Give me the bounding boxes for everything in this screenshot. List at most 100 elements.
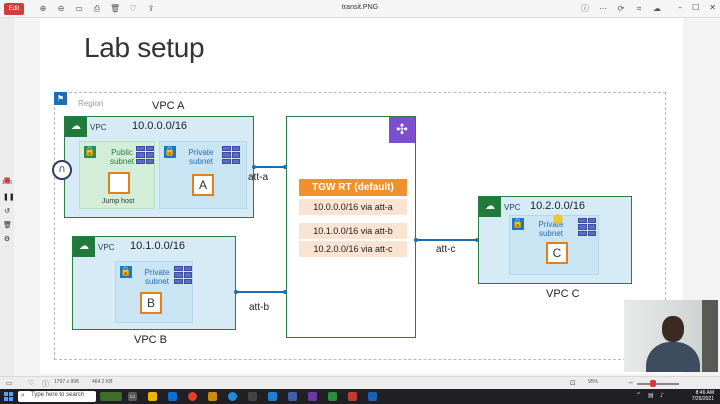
rotate-icon[interactable]: ⟳ [617,4,625,13]
weather-app-icon[interactable] [100,392,122,401]
fit-icon[interactable]: ⊡ [570,379,576,387]
app-icon[interactable] [348,392,357,401]
app-icon[interactable] [308,392,317,401]
taskbar: ⌕ Type here to search ▭ ^ ▤ ♪ 8:46 AM 7/… [0,389,720,404]
tgw-route-table-header: TGW RT (default) [299,179,407,196]
settings-icon[interactable]: ⚙ [3,235,11,243]
app-icon[interactable] [288,392,297,401]
slide-image: Lab setup ⚑ Region VPC A ☁ VPC 10.0.0.0/… [40,18,683,374]
vpc-a-box: ☁ VPC 10.0.0.0/16 🔒 Public subnet Jump h… [64,116,254,218]
zoom-slider-thumb[interactable] [650,380,656,387]
network-icon[interactable]: ▤ [648,392,654,399]
vpc-cloud-icon: ☁ [65,117,87,137]
vpc-b-name: VPC B [134,334,168,346]
private-subnet-a: 🔒 Private subnet A [159,141,247,209]
info-icon[interactable]: ⓘ [581,4,589,13]
file-size: 464.2 KB [92,379,113,385]
instance-b-icon: B [140,292,162,314]
vpc-a-cidr: 10.0.0.0/16 [132,120,188,132]
zoom-slider-track[interactable] [637,383,679,385]
attachment-b-line [236,291,286,293]
title-bar: Edit ⊕ ⊖ ▭ ⎙ 🗑 ♡ ⇪ transit.PNG ⓘ ⋯ ⟳ ⌗ ☁… [0,0,720,18]
tgw-route-row: 10.1.0.0/16 via att-b [299,223,407,239]
trash-icon[interactable]: 🗑 [3,221,12,229]
zoom-in-icon[interactable]: ⊕ [39,4,47,13]
webcam-door [702,300,718,372]
search-icon: ⌕ [21,391,25,399]
crop-icon[interactable]: ⌗ [636,4,642,13]
heart-icon[interactable]: ♡ [129,4,137,13]
jump-host-instance-icon [108,172,130,194]
instance-c-icon: C [546,242,568,264]
heart-icon[interactable]: ♡ [28,379,35,387]
minimize-button[interactable]: – [678,3,683,12]
maximize-button[interactable]: ☐ [692,3,700,12]
route-table-icon [174,266,192,284]
restart-icon[interactable]: ↺ [4,207,10,215]
clock-time: 8:46 AM [695,390,714,396]
share-icon[interactable]: ⇪ [147,4,155,13]
public-subnet: 🔒 Public subnet Jump host [79,141,155,209]
lock-icon: 🔒 [512,218,524,230]
store-icon[interactable] [168,392,177,401]
region-box [54,92,666,360]
private-subnet-b: 🔒 Private subnet B [115,261,193,323]
vpc-c-name: VPC C [546,288,580,300]
clock-date: 7/26/2021 [691,396,714,402]
delete-icon[interactable]: 🗑 [110,4,121,13]
vpc-a-name: VPC A [152,100,185,112]
attachment-c-line [416,239,478,241]
vscode-icon[interactable] [268,392,277,401]
cloud-icon[interactable]: ☁ [653,4,661,13]
instance-a-icon: A [192,174,214,196]
record-icon[interactable]: ■ [3,176,11,184]
webcam-person-head [662,316,684,342]
task-view-icon[interactable]: ▭ [128,392,137,401]
presenter-pointer [553,214,563,224]
zoom-out-icon[interactable]: − [628,379,634,387]
close-button[interactable]: ✕ [709,3,716,12]
vpc-c-tag: VPC [504,203,521,212]
vpc-b-box: ☁ VPC 10.1.0.0/16 🔒 Private subnet B [72,236,236,330]
tgw-route-row: 10.0.0.0/16 via att-a [299,199,407,215]
app-icon[interactable] [248,392,257,401]
edge-icon[interactable] [228,392,237,401]
region-flag-icon: ⚑ [54,92,67,105]
info-icon[interactable]: ⓘ [42,380,49,388]
attachment-a-label: att-a [248,172,269,183]
status-bar: ▭ ♡ ⓘ 1797 x 998 464.2 KB ⊡ 95% − [0,376,720,389]
transit-gateway-icon: ✣ [389,117,415,143]
pause-icon[interactable]: ❚❚ [3,193,15,201]
attachment-a-dot [283,165,287,169]
route-table-icon [578,218,596,236]
attachment-b-dot [283,290,287,294]
print-icon[interactable]: ⎙ [93,4,101,13]
filmstrip-icon[interactable]: ▭ [6,379,13,387]
vpc-b-cidr: 10.1.0.0/16 [130,240,186,252]
more-icon[interactable]: ⋯ [599,4,607,13]
chrome-icon[interactable] [188,392,197,401]
app-icon[interactable] [328,392,337,401]
taskbar-clock[interactable]: 8:46 AM 7/26/2021 [692,390,714,402]
private-subnet-a-label: Private subnet [188,148,214,166]
taskbar-search-placeholder: Type here to search [31,392,85,398]
window-controls: – ☐ ✕ [678,3,716,12]
zoom-out-icon[interactable]: ⊖ [57,4,65,13]
vpc-b-tag: VPC [98,243,115,252]
app-icon[interactable] [368,392,377,401]
public-subnet-label: Public subnet [109,148,135,166]
attachment-b-dot [234,290,238,294]
taskbar-search-box[interactable] [18,391,96,402]
start-button[interactable] [4,392,13,401]
app-icon[interactable] [208,392,217,401]
attachment-a-line [254,166,286,168]
edit-button[interactable]: Edit [4,3,24,15]
file-explorer-icon[interactable] [148,392,157,401]
private-subnet-b-label: Private subnet [144,268,170,286]
lock-icon: 🔒 [84,146,96,158]
tray-chevron-icon[interactable]: ^ [636,392,642,399]
volume-icon[interactable]: ♪ [660,392,664,399]
webcam-overlay [624,300,718,372]
slideshow-icon[interactable]: ▭ [75,4,83,13]
